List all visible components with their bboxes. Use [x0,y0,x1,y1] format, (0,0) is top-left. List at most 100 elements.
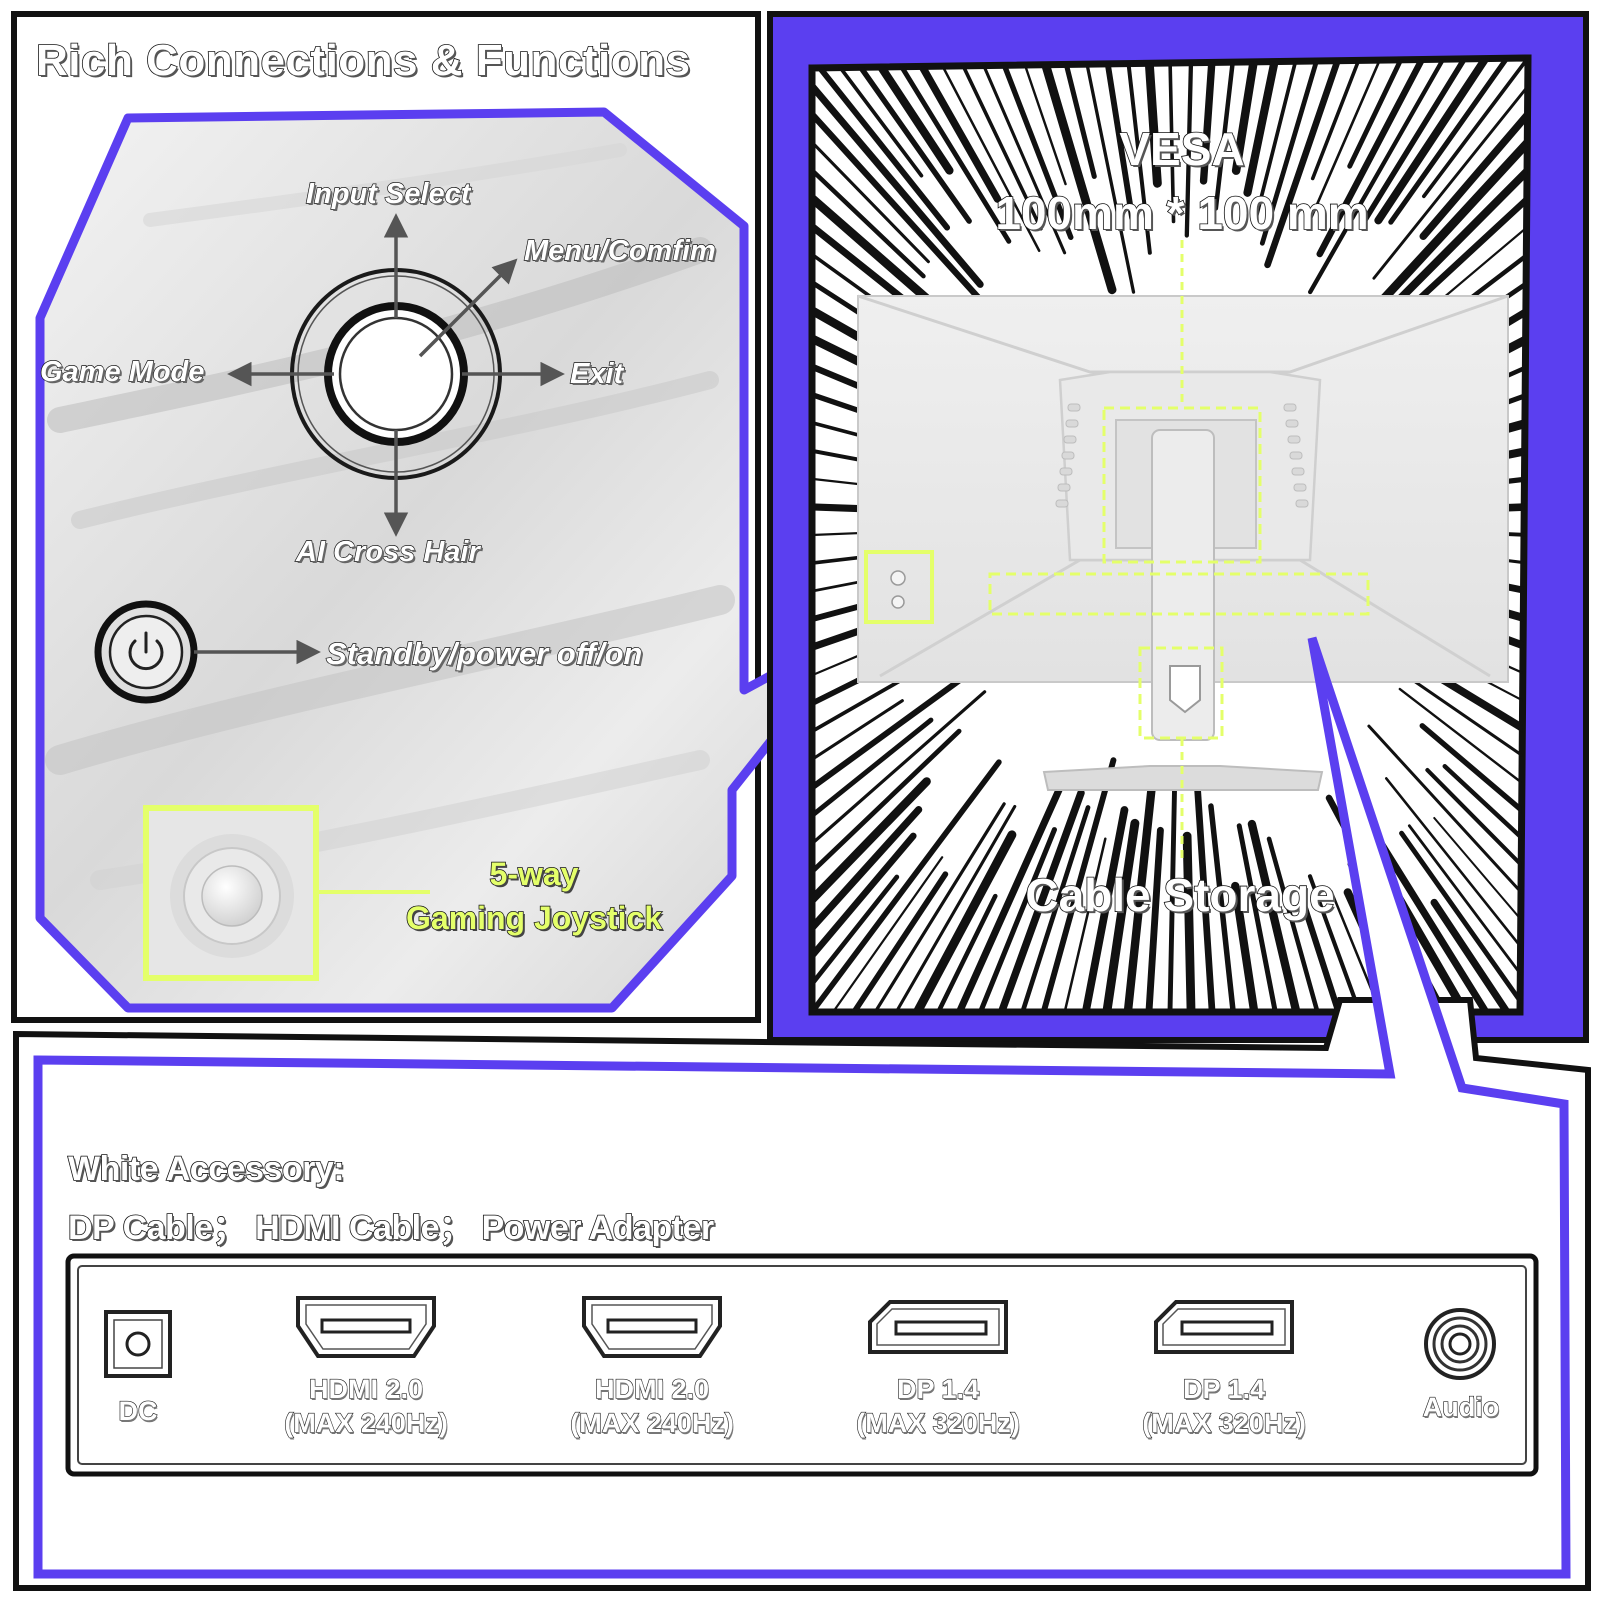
hdmi-port-icon [296,1296,436,1358]
speed-line [893,58,1012,244]
port-label-hdmi-2: HDMI 2.0 [594,1373,710,1404]
power-button-diagram [94,600,321,704]
joystick-diagram [227,213,565,537]
speed-line [894,804,1017,1014]
speed-line [1299,896,1342,1016]
speed-line [1168,58,1176,224]
port-label-dp-2: DP 1.4 [1182,1373,1266,1404]
displayport-icon [868,1300,1008,1354]
port-label-dp-1: DP 1.4 [896,1373,980,1404]
speed-line [1184,58,1194,238]
vesa-size: 100mm * 100 mm [995,186,1370,240]
speed-line [1039,58,1117,295]
speed-line [812,699,904,762]
port-label-audio: Audio [1422,1391,1500,1422]
speed-line [812,759,1002,1015]
speed-line [1316,58,1426,258]
speed-line [1373,833,1490,1016]
speed-line [1399,830,1528,1015]
speed-line [1125,58,1152,255]
speed-line [1422,58,1528,199]
speed-line [812,110,998,319]
power-button-label: Standby/power off/on [325,635,643,671]
vesa-title: VESA [1119,122,1246,176]
speed-line [1398,687,1528,789]
speed-line [1433,816,1528,929]
speed-line [812,806,923,932]
joystick-callout-line2: Gaming Joystick [405,899,663,937]
port-label-dc: DC [118,1395,158,1426]
speed-line [1145,826,1164,1016]
speed-line [1307,874,1362,1015]
speed-line [812,167,926,279]
speed-line [1040,757,1117,1015]
speed-line [1084,58,1136,294]
speed-line [1213,58,1236,211]
page-title: Rich Connections & Functions [35,35,691,86]
speed-line [1252,58,1299,227]
speed-line [812,140,930,264]
speed-line [1384,777,1528,958]
joystick-up-label: Input Select [305,177,471,210]
speed-line [812,728,962,875]
speed-line [1081,806,1129,1016]
speed-line [1372,84,1528,280]
speed-line [1419,110,1528,241]
speed-line [1182,831,1196,1017]
speed-line [1419,723,1528,819]
port-label-hdmi-2-spec: (MAX 240Hz) [570,1407,735,1438]
speed-line [998,58,1074,241]
joystick-down-label: AI Cross Hair [295,535,480,568]
speed-line [937,58,1041,253]
speed-line [1063,837,1107,1014]
speed-line [1308,58,1446,295]
speed-line [812,832,917,960]
port-label-hdmi-1-spec: (MAX 240Hz) [284,1407,449,1438]
speed-line [812,222,912,307]
joystick-press-label: Menu/Comfim [523,234,716,267]
speed-line [1357,137,1528,327]
accessory-heading: White Accessory: [67,1149,345,1189]
speed-line [1247,819,1301,1017]
speed-line [1199,58,1216,185]
speed-line [812,82,984,288]
speed-line [1020,805,1091,1015]
speed-line [1374,58,1490,225]
speed-line [1361,58,1468,224]
speed-line [1243,58,1280,197]
audio-port-icon [1424,1308,1496,1380]
speed-line [913,58,1002,203]
speed-line [955,769,1070,1016]
speed-line [912,830,1017,1017]
speed-line [1102,818,1140,1017]
speed-line [871,58,954,175]
port-label-dp-2-spec: (MAX 320Hz) [1142,1407,1307,1438]
speed-line [978,58,1067,255]
speed-line [1236,823,1278,1015]
speed-line [1192,766,1216,1016]
port-label-hdmi-1: HDMI 2.0 [308,1373,424,1404]
speed-line [1103,58,1136,221]
speed-line [831,856,944,1014]
panel-joystick-functions [11,11,867,1023]
speed-line [1266,836,1320,1015]
speed-line [1425,767,1528,874]
speed-line [1308,58,1382,224]
speed-line [1442,763,1528,846]
speed-line [936,893,998,1015]
speed-line [831,58,924,178]
panel-ports [13,636,1591,1591]
joystick-photo [143,805,430,981]
joystick-right-label: Exit [569,357,624,390]
speed-line [1259,58,1320,246]
speed-line [1407,824,1528,986]
displayport-icon [1154,1300,1294,1354]
dc-port-icon [104,1310,172,1378]
accessory-list: DP Cable； HDMI Cable； Power Adapter [67,1208,715,1248]
speed-line [1062,58,1097,179]
joystick-callout-line1: 5-way [489,855,579,893]
cable-storage-label: Cable Storage [1025,868,1336,922]
speed-line [873,802,1006,1014]
